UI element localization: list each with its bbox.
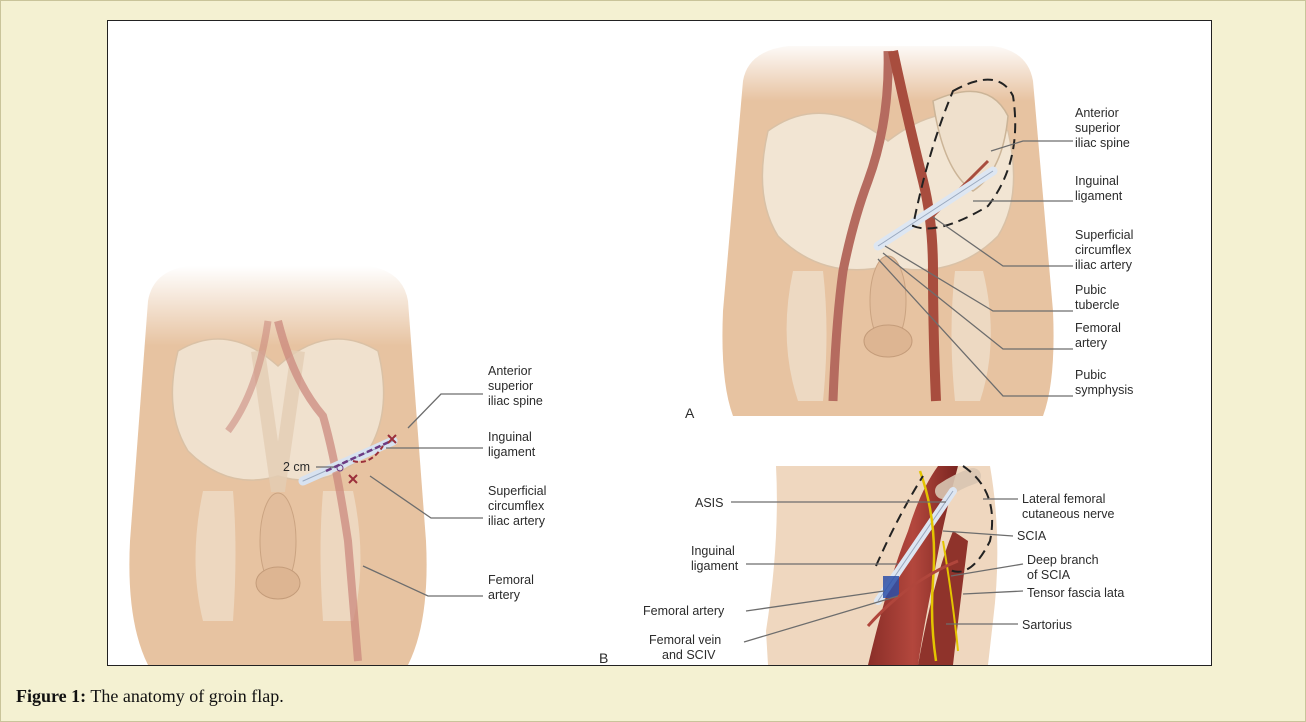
- b-inguinal-line2: ligament: [488, 445, 536, 459]
- b-femoral-line2: artery: [488, 588, 521, 602]
- b-scia-line2: circumflex: [488, 499, 545, 513]
- d-sartorius-label: Sartorius: [1022, 618, 1072, 632]
- anatomy-illustration: Anterior superior iliac spine Inguinal l…: [108, 21, 1211, 665]
- b-scia-line3: iliac artery: [488, 514, 546, 528]
- panel-b-figure: [128, 266, 428, 665]
- a-symphysis-line1: Pubic: [1075, 368, 1106, 382]
- d-femoral-vein-line2: and SCIV: [662, 648, 716, 662]
- a-asis-line3: iliac spine: [1075, 136, 1130, 150]
- a-symphysis-line2: symphysis: [1075, 383, 1133, 397]
- a-scia-line2: circumflex: [1075, 243, 1132, 257]
- d-deep-branch-line2: of SCIA: [1027, 568, 1071, 582]
- d-deep-branch-line1: Deep branch: [1027, 553, 1099, 567]
- panel-detail-figure: [766, 466, 997, 665]
- d-inguinal-line2: ligament: [691, 559, 739, 573]
- a-scia-line1: Superficial: [1075, 228, 1133, 242]
- a-tubercle-line2: tubercle: [1075, 298, 1120, 312]
- a-asis-line2: superior: [1075, 121, 1120, 135]
- b-inguinal-line1: Inguinal: [488, 430, 532, 444]
- d-lfcn-line2: cutaneous nerve: [1022, 507, 1114, 521]
- b-asis-line3: iliac spine: [488, 394, 543, 408]
- d-asis-label: ASIS: [695, 496, 724, 510]
- figure-panel: Anterior superior iliac spine Inguinal l…: [107, 20, 1212, 666]
- a-scia-line3: iliac artery: [1075, 258, 1133, 272]
- panel-a-label: A: [685, 405, 695, 421]
- b-femoral-line1: Femoral: [488, 573, 534, 587]
- d-femoral-artery-label: Femoral artery: [643, 604, 725, 618]
- panel-b-label: B: [599, 650, 608, 665]
- b-asis-line1: Anterior: [488, 364, 532, 378]
- b-scia-line1: Superficial: [488, 484, 546, 498]
- a-tubercle-line1: Pubic: [1075, 283, 1106, 297]
- a-femoral-line2: artery: [1075, 336, 1108, 350]
- a-inguinal-line2: ligament: [1075, 189, 1123, 203]
- d-inguinal-line1: Inguinal: [691, 544, 735, 558]
- b-asis-line2: superior: [488, 379, 533, 393]
- d-tensor-label: Tensor fascia lata: [1027, 586, 1124, 600]
- a-femoral-line1: Femoral: [1075, 321, 1121, 335]
- caption-text: The anatomy of groin flap.: [90, 686, 283, 706]
- a-asis-line1: Anterior: [1075, 106, 1119, 120]
- caption-label: Figure 1:: [16, 686, 86, 706]
- panel-a-figure: [718, 41, 1058, 416]
- b-distance-label: 2 cm: [283, 460, 310, 474]
- d-lfcn-line1: Lateral femoral: [1022, 492, 1105, 506]
- a-inguinal-line1: Inguinal: [1075, 174, 1119, 188]
- d-scia-label: SCIA: [1017, 529, 1047, 543]
- figure-caption: Figure 1: The anatomy of groin flap.: [16, 686, 284, 707]
- d-femoral-vein-line1: Femoral vein: [649, 633, 721, 647]
